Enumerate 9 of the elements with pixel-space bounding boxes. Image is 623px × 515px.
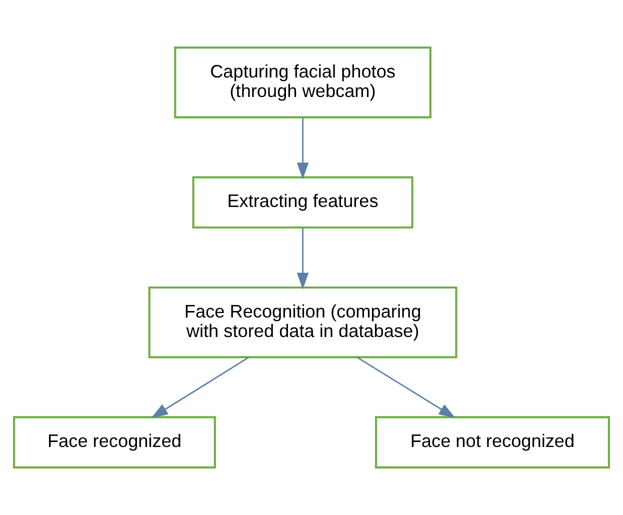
- arrow: [296, 228, 309, 290]
- node-box: Capturing facial photos (through webcam): [174, 46, 432, 118]
- node-box: Extracting features: [192, 176, 414, 229]
- node-box: Face Recognition (comparing with stored data in database): [148, 286, 458, 358]
- arrow: [296, 118, 309, 180]
- arrow: [151, 356, 250, 418]
- arrow: [356, 356, 456, 418]
- node-box: Face not recognized: [374, 416, 610, 468]
- node-box: Face recognized: [13, 416, 216, 468]
